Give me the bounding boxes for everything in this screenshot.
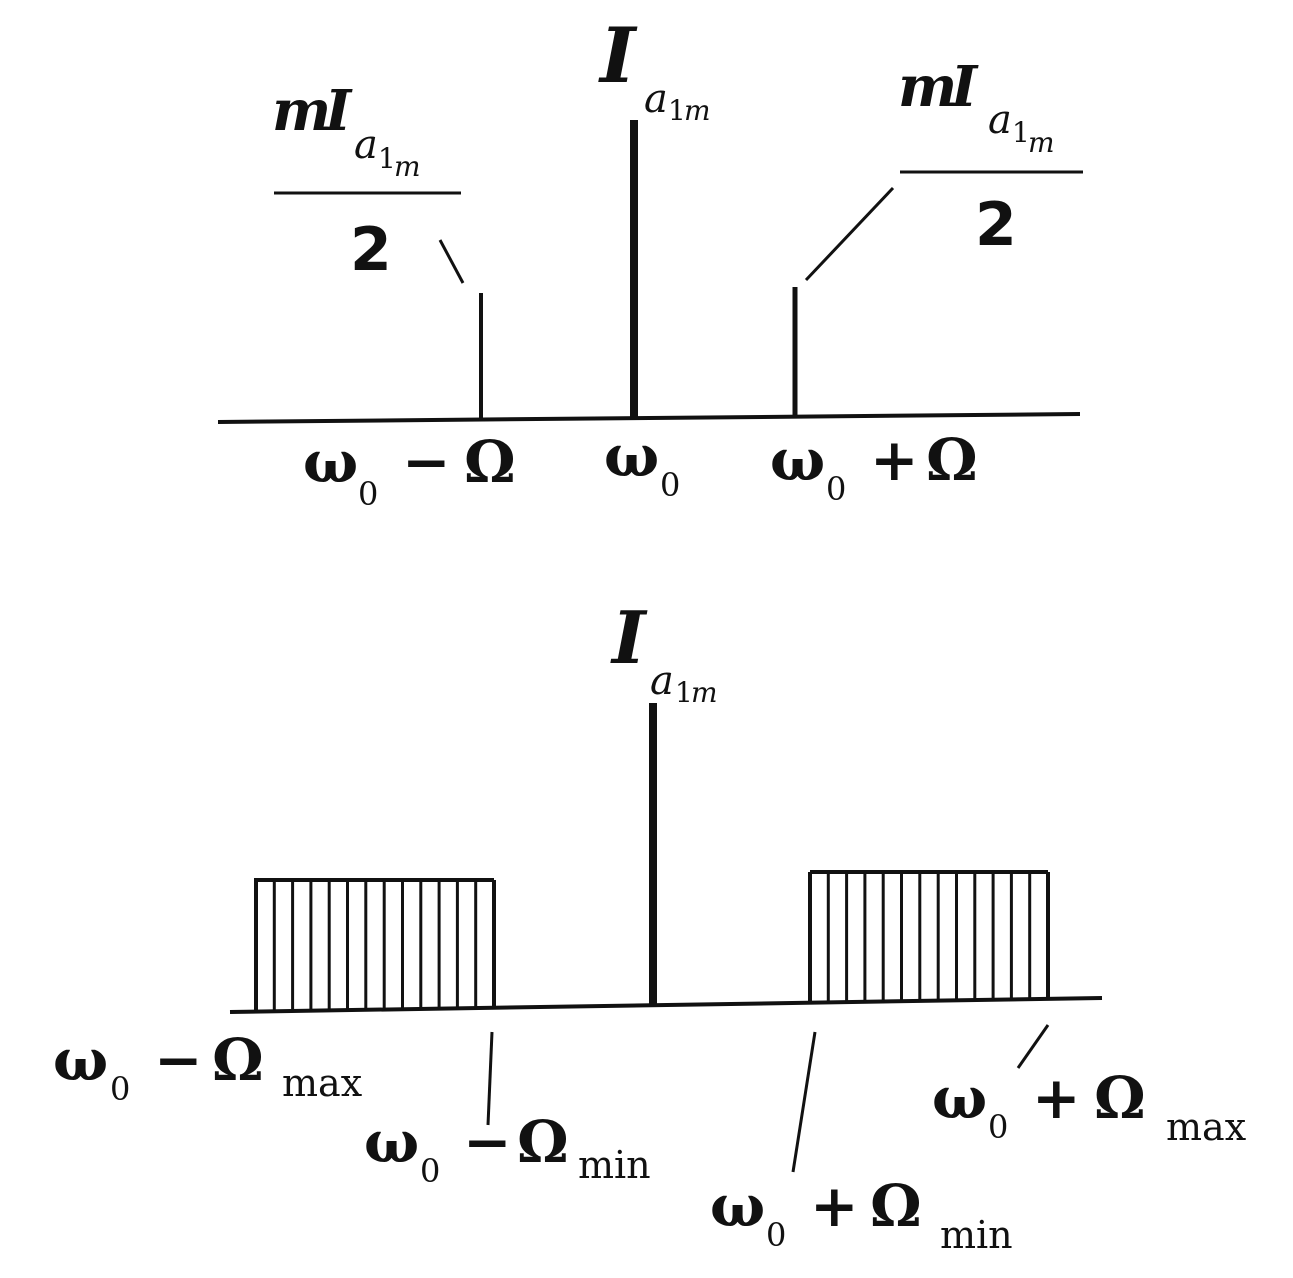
top-lower-sideband-leader xyxy=(438,239,465,284)
top-right-sideband-denominator: 2 xyxy=(975,190,1017,260)
upper-max-leader xyxy=(1016,1024,1050,1069)
bottom-freq-label-lower-max: ω 0 − Ω max xyxy=(53,1026,362,1108)
bottom-freq-label-upper-max: ω 0 + Ω max xyxy=(932,1064,1246,1149)
top-frequency-axis xyxy=(217,412,1081,424)
top-left-sideband-numerator: m I a 1 m xyxy=(272,78,421,183)
top-freq-label-lower: ω 0 − Ω xyxy=(303,428,516,513)
top-right-sideband-numerator: m I a 1 m xyxy=(898,54,1055,159)
top-left-sideband-denominator: 2 xyxy=(350,215,392,285)
top-spectrum: I a 1 m m I a 1 m 2 m I a 1 m 2 ω 0 − Ω xyxy=(217,11,1083,513)
top-carrier-label: I a 1 m xyxy=(598,11,711,127)
lower-sideband-band xyxy=(254,878,496,1011)
bottom-freq-label-lower-min: ω 0 − Ω min xyxy=(364,1108,651,1190)
top-freq-label-upper: ω 0 + Ω xyxy=(770,426,978,508)
upper-sideband-band xyxy=(808,870,1050,1003)
upper-min-leader xyxy=(791,1031,817,1173)
lower-min-leader xyxy=(486,1031,494,1126)
bottom-frequency-axis xyxy=(229,996,1103,1014)
top-upper-sideband-leader xyxy=(804,186,895,282)
bottom-carrier-label: I a 1 m xyxy=(610,595,718,709)
top-freq-label-center: ω 0 xyxy=(604,422,680,504)
bottom-freq-label-upper-min: ω 0 + Ω min xyxy=(710,1172,1013,1257)
bottom-spectrum: I a 1 m ω 0 − Ω max ω 0 − Ω min ω 0 + Ω … xyxy=(53,595,1246,1257)
